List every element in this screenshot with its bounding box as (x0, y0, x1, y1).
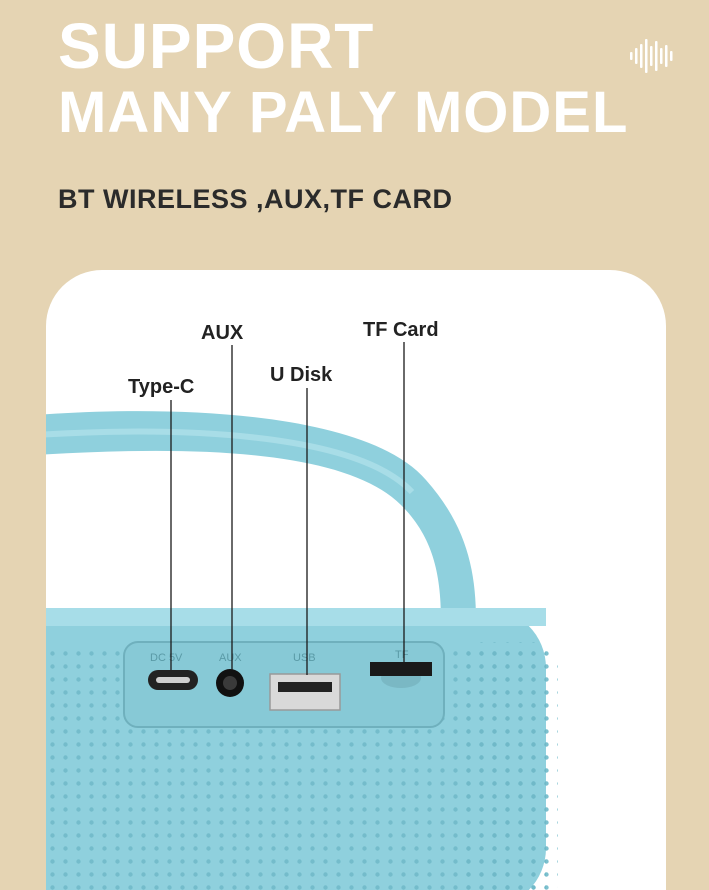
callout-aux: AUX (201, 322, 244, 344)
port-label-usb: USB (293, 652, 316, 664)
port-label-tf: TF (395, 649, 409, 661)
callout-tf-card: TF Card (363, 319, 439, 341)
port-label-aux: AUX (219, 652, 242, 664)
tf-slot (370, 662, 432, 688)
callout-u-disk: U Disk (270, 364, 333, 386)
headline-line-2: MANY PALY MODEL (58, 80, 629, 145)
headline-line-1: SUPPORT (58, 10, 375, 82)
subtitle: BT WIRELESS ,AUX,TF CARD (58, 184, 453, 214)
callout-type-c: Type-C (128, 376, 195, 398)
aux-port (216, 669, 244, 697)
speaker-illustration: DC 5V AUX USB TF (46, 342, 558, 890)
type-c-port (148, 670, 198, 690)
callout-lines (170, 342, 405, 675)
port-label-dc: DC 5V (150, 652, 183, 664)
usb-port (269, 673, 341, 711)
product-card: DC 5V AUX USB TF Type-C AUX U Disk T (46, 270, 666, 890)
sound-wave-icon (630, 39, 673, 73)
speaker-handle (46, 411, 476, 620)
